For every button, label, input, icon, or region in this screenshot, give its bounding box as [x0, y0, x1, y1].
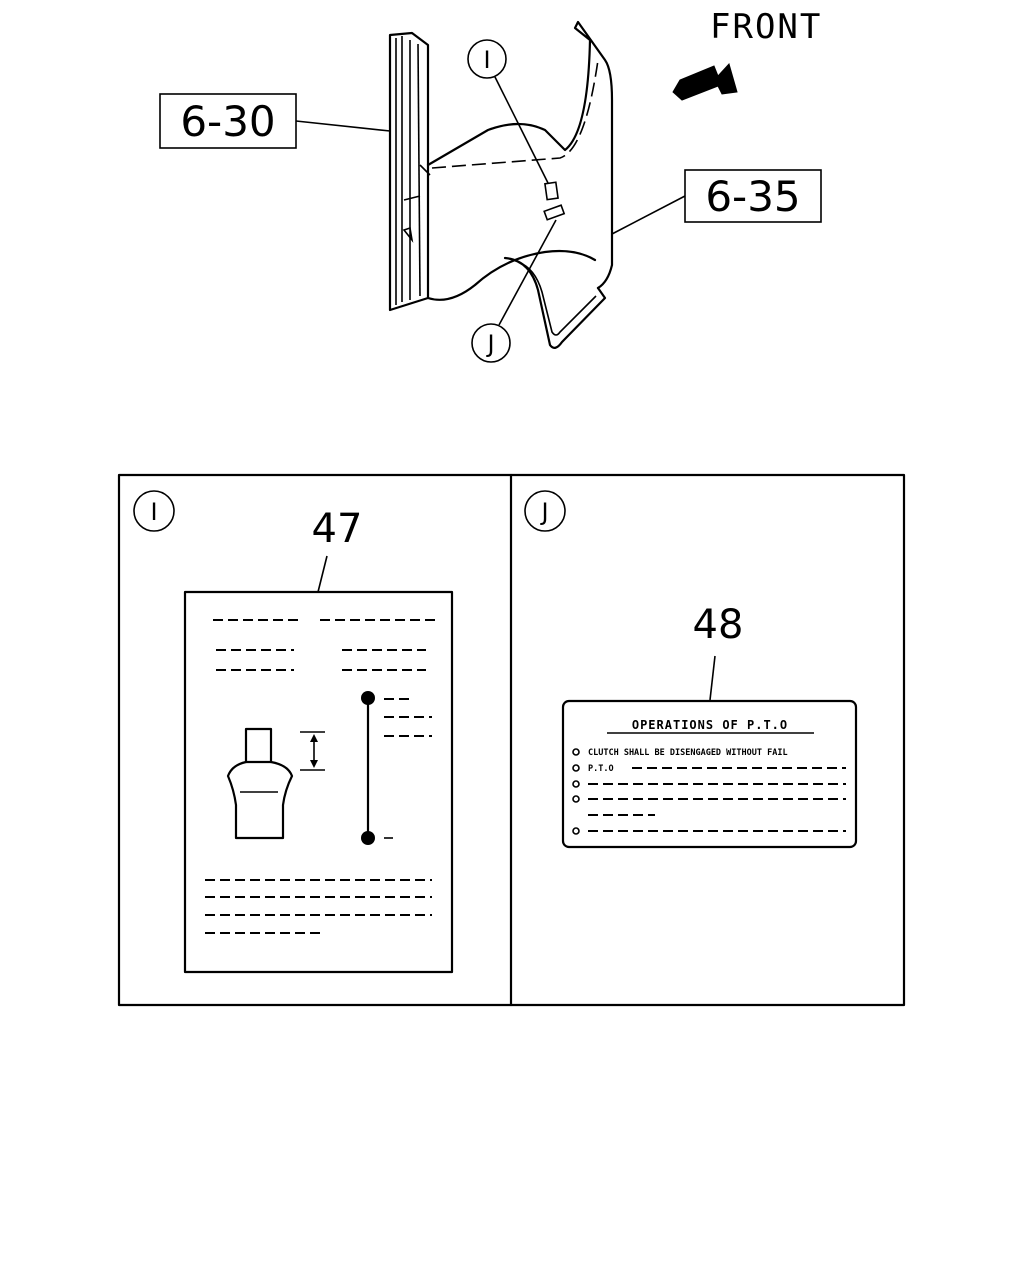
door-assembly-illustration	[388, 20, 614, 349]
front-arrow-icon	[672, 63, 738, 101]
callout-i-label: I	[483, 46, 490, 74]
callout-j-label: J	[485, 330, 494, 358]
front-label: FRONT	[710, 7, 822, 47]
panel-j-callout: J	[539, 498, 548, 526]
label-47-illustration	[183, 590, 454, 974]
label-48-plate: OPERATIONS OF P.T.O CLUTCH SHALL BE DISE…	[561, 699, 858, 849]
front-direction-indicator: FRONT	[672, 7, 822, 101]
lever-knob-icon	[226, 727, 325, 840]
label-48-line1: CLUTCH SHALL BE DISENGAGED WITHOUT FAIL	[588, 748, 788, 758]
ref-box-6-30: 6-30	[159, 93, 391, 149]
part-number-47: 47	[312, 506, 363, 552]
ref-box-6-35: 6-35	[611, 169, 822, 235]
label-48-title: OPERATIONS OF P.T.O	[632, 718, 788, 732]
panel-i-callout: I	[150, 498, 157, 526]
ref-label-right: 6-35	[705, 172, 800, 221]
callout-j-overview: J	[471, 219, 557, 363]
ref-label-left: 6-30	[180, 97, 275, 146]
label-48-line2: P.T.O	[588, 764, 614, 774]
callout-i-overview: I	[467, 39, 549, 184]
detail-frame	[117, 473, 906, 1007]
detail-panel-i: I 47	[133, 490, 454, 974]
position-scale-icon	[361, 691, 432, 845]
detail-panel-j: J 48 OPERATIONS OF P.T.O CLUTCH SHALL BE…	[524, 490, 858, 849]
part-number-48: 48	[693, 602, 744, 648]
